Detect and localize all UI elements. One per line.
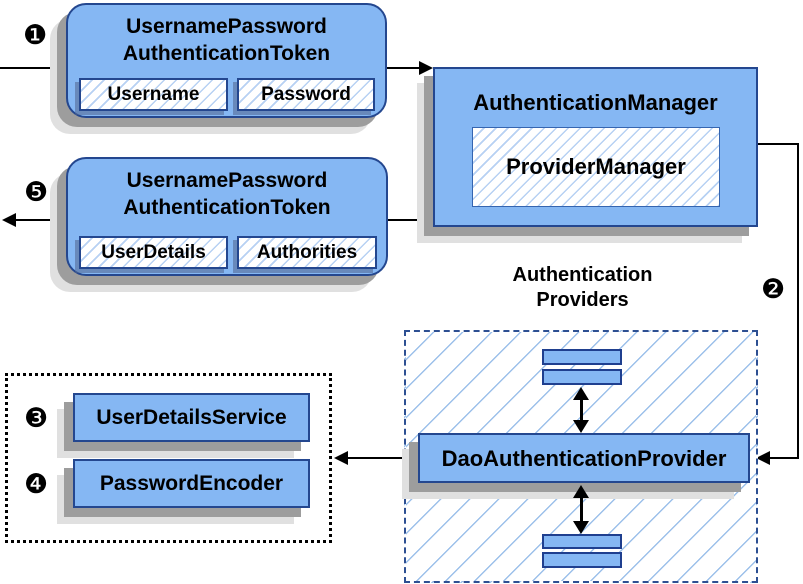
flow-arrow-in-segment	[0, 67, 66, 69]
user-details-service-label: UserDetailsService	[96, 406, 287, 429]
step-2-badge: ❷	[761, 274, 786, 305]
provider-stub-top-2	[542, 369, 622, 385]
authentication-manager-node: AuthenticationManager ProviderManager	[433, 67, 758, 227]
user-details-field: UserDetails	[79, 236, 228, 269]
flow-arrow-to-manager-segment	[386, 67, 421, 69]
provider-manager-node: ProviderManager	[472, 127, 720, 207]
request-token-title: UsernamePassword AuthenticationToken	[122, 15, 331, 65]
double-arrow-bottom-up-icon	[573, 485, 589, 498]
response-token-title: UsernamePassword AuthenticationToken	[123, 169, 331, 219]
step-4-badge: ❹	[24, 469, 49, 500]
arrowhead-to-beans-icon	[334, 451, 348, 465]
username-field: Username	[79, 78, 228, 111]
double-arrow-bottom-line	[580, 495, 583, 523]
provider-stub-bottom-2	[542, 552, 622, 568]
step-5-badge: ❺	[24, 177, 49, 208]
arrowhead-out-icon	[2, 213, 16, 227]
provider-stub-bottom-1	[542, 534, 622, 549]
authorities-field: Authorities	[237, 236, 377, 269]
user-details-service-node: UserDetailsService	[73, 393, 310, 442]
connector-manager-to-provider-vertical	[797, 143, 799, 459]
step-3-badge: ❸	[24, 403, 49, 434]
double-arrow-top-line	[580, 397, 583, 422]
connector-manager-to-provider-bottom	[769, 457, 799, 459]
providers-label: Authentication Providers	[512, 264, 653, 311]
beans-group	[5, 373, 332, 543]
request-token-node: UsernamePassword AuthenticationToken Use…	[66, 3, 387, 118]
step-1-badge: ❶	[23, 20, 48, 51]
flow-arrow-out-segment	[14, 219, 66, 221]
dao-authentication-provider-node: DaoAuthenticationProvider	[418, 433, 750, 483]
response-token-node: UsernamePassword AuthenticationToken Use…	[66, 157, 388, 276]
password-field: Password	[237, 78, 375, 111]
password-encoder-label: PasswordEncoder	[99, 472, 284, 495]
connector-manager-to-provider-top	[758, 143, 799, 145]
arrowhead-to-dao-icon	[756, 451, 770, 465]
authentication-manager-title: AuthenticationManager	[473, 90, 718, 115]
provider-stub-top-1	[542, 349, 622, 365]
connector-dao-to-beans	[347, 457, 418, 459]
double-arrow-top-up-icon	[573, 387, 589, 400]
arrowhead-to-manager-icon	[419, 61, 433, 75]
flow-return-segment	[388, 219, 433, 221]
password-encoder-node: PasswordEncoder	[73, 459, 310, 508]
double-arrow-bottom-down-icon	[573, 521, 589, 534]
double-arrow-top-down-icon	[573, 420, 589, 433]
dao-authentication-provider-label: DaoAuthenticationProvider	[441, 445, 727, 471]
